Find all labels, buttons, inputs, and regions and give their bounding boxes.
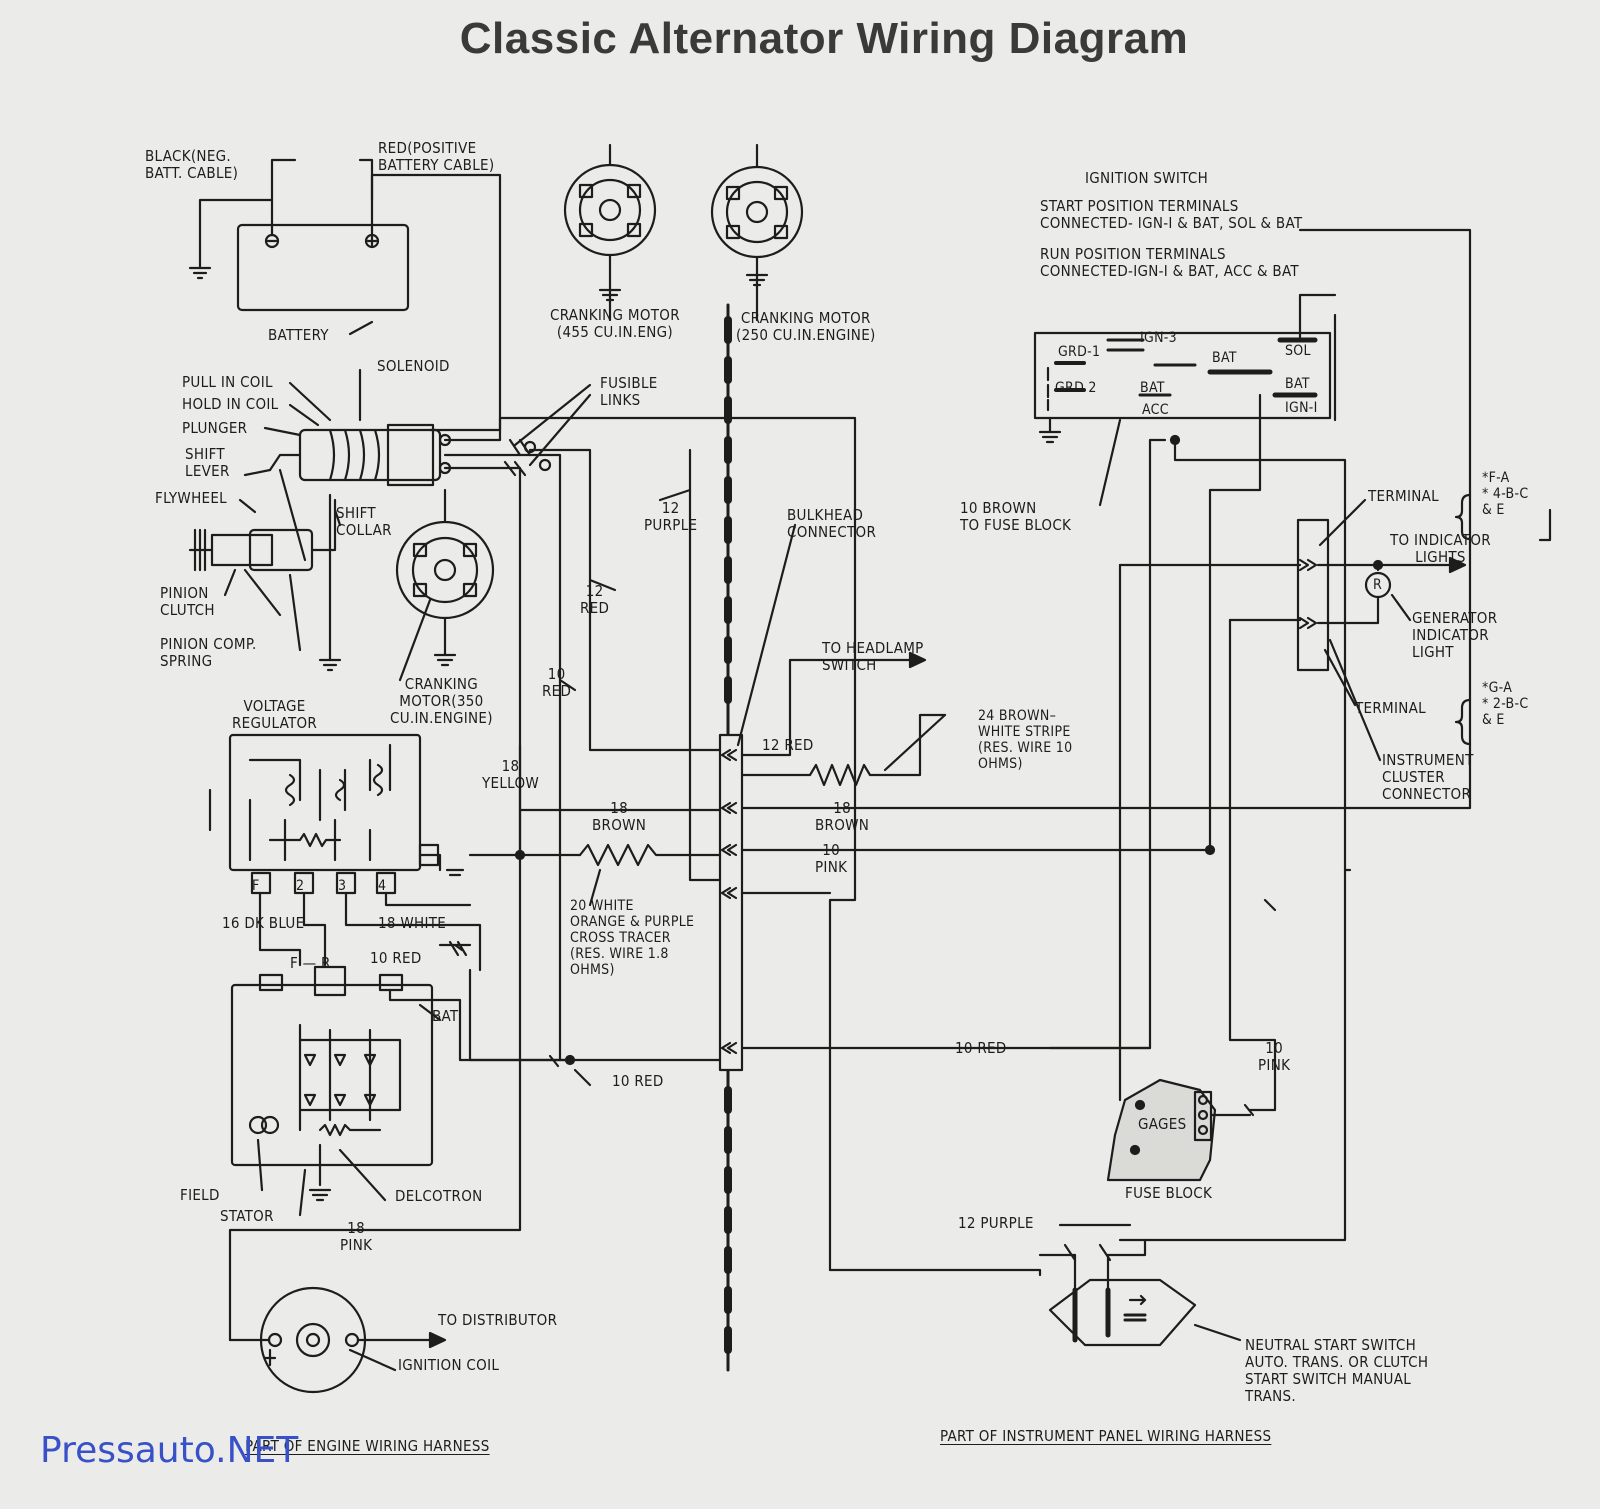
reg-terminal-4-label: 4 (378, 878, 387, 894)
ign-switch-sol-label: SOL (1285, 343, 1311, 359)
neutral-start-switch-label: NEUTRAL START SWITCH AUTO. TRANS. OR CLU… (1245, 1336, 1429, 1405)
to-distributor-label: TO DISTRIBUTOR (438, 1311, 558, 1329)
pinion-comp-spring-label: PINION COMP. SPRING (160, 635, 257, 670)
wire-10-pink-mid-label: 10 PINK (815, 841, 848, 876)
right-harness-wires (740, 228, 1472, 1277)
reg-terminal-3-label: 3 (338, 878, 347, 894)
wire-18-yellow-label: 18 YELLOW (482, 757, 540, 792)
wire-10-red-left-label: 10 RED (542, 665, 572, 700)
ignition-switch-symbol (1033, 293, 1337, 507)
fuse-block-symbol (1106, 1078, 1252, 1182)
battery-symbol (188, 158, 502, 432)
ign-switch-ign3-label: IGN-3 (1140, 330, 1177, 346)
wire-18-white-label: 18 WHITE (378, 914, 447, 932)
ign-switch-acc-label: ACC (1142, 402, 1169, 418)
ignition-coil-symbol (228, 1286, 447, 1394)
shift-lever-label: SHIFT LEVER (185, 445, 230, 480)
terminal-top-label: TERMINAL (1368, 487, 1439, 505)
wire-10-red-right-label: 10 RED (955, 1039, 1007, 1057)
wire-12-red-right-label: 12 RED (762, 736, 814, 754)
delcotron-label: DELCOTRON (395, 1187, 483, 1205)
ign-switch-bat-low-label: BAT (1285, 376, 1310, 392)
wire-20-white-label: 20 WHITE ORANGE & PURPLE CROSS TRACER (R… (570, 898, 695, 978)
fusible-links-label: FUSIBLE LINKS (600, 374, 658, 409)
wire-24-brown-white-label: 24 BROWN– WHITE STRIPE (RES. WIRE 10 OHM… (978, 708, 1073, 772)
wire-18-pink-label: 18 PINK (340, 1219, 373, 1254)
cranking-motor-250-symbol (710, 143, 804, 322)
run-position-label: RUN POSITION TERMINALS CONNECTED-IGN-I &… (1040, 245, 1299, 280)
reg-terminal-2-label: 2 (296, 878, 305, 894)
ign-switch-grd2-label: GRD 2 (1055, 380, 1097, 396)
start-position-label: START POSITION TERMINALS CONNECTED- IGN-… (1040, 197, 1303, 232)
left-harness-wires (453, 448, 722, 1087)
ign-switch-bat-mid-label: BAT (1140, 380, 1165, 396)
terminal-bottom-codes-label: *G-A * 2-B-C & E (1482, 680, 1529, 728)
wire-16-dk-blue-label: 16 DK BLUE (222, 914, 305, 932)
wire-10-red-bottom-label: 10 RED (612, 1072, 664, 1090)
stator-label: STATOR (220, 1207, 274, 1225)
wire-12-red-left-label: 12 RED (580, 582, 610, 617)
part-engine-harness-label: PART OF ENGINE WIRING HARNESS (245, 1437, 490, 1455)
cranking-motor-350-label: CRANKING MOTOR(350 CU.IN.ENGINE) (390, 675, 493, 727)
bulkhead-connector-symbol (718, 303, 797, 1372)
voltage-regulator-label: VOLTAGE REGULATOR (232, 697, 318, 732)
ign-switch-grd1-label: GRD-1 (1058, 344, 1101, 360)
pressauto-watermark: Pressauto.NET (40, 1430, 299, 1471)
terminal-bottom-label: TERMINAL (1355, 699, 1426, 717)
pinion-clutch-label: PINION CLUTCH (160, 584, 215, 619)
flywheel-label: FLYWHEEL (155, 489, 227, 507)
field-label: FIELD (180, 1186, 220, 1204)
delcotron-alternator-symbol (230, 965, 572, 1217)
ignition-coil-label: IGNITION COIL (398, 1356, 500, 1374)
wire-18-brown-left-label: 18 BROWN (592, 799, 647, 834)
starter-solenoid-assembly (188, 368, 452, 672)
voltage-regulator-symbol (208, 733, 482, 972)
wire-12-purple-left-label: 12 PURPLE (644, 499, 698, 534)
wire-10-brown-label: 10 BROWN TO FUSE BLOCK (960, 499, 1072, 534)
plunger-label: PLUNGER (182, 419, 248, 437)
generator-indicator-light-label: GENERATOR INDICATOR LIGHT (1412, 609, 1498, 661)
ignition-switch-label: IGNITION SWITCH (1085, 169, 1209, 187)
r-symbol-label: R (1373, 577, 1383, 593)
wire-12-purple-right-label: 12 PURPLE (958, 1214, 1034, 1232)
wire-tick-marks (448, 898, 1277, 1117)
instrument-cluster-connector-label: INSTRUMENT CLUSTER CONNECTOR (1382, 751, 1474, 803)
solenoid-label: SOLENOID (377, 357, 450, 375)
cranking-motor-455-symbol (563, 143, 657, 322)
red-positive-battery-cable-label: RED(POSITIVE BATTERY CABLE) (378, 139, 495, 174)
cranking-motor-350-symbol (395, 488, 495, 682)
shift-collar-label: SHIFT COLLAR (336, 504, 392, 539)
fusible-link-wires (228, 383, 857, 1342)
terminal-top-codes-label: *F-A * 4-B-C & E (1482, 470, 1529, 518)
cranking-motor-455-label: CRANKING MOTOR (455 CU.IN.ENG) (550, 306, 680, 341)
terminal-f-r-label: F — R (290, 954, 331, 972)
reg-terminal-f-label: F (252, 878, 260, 894)
wire-10-pink-right-label: 10 PINK (1258, 1039, 1291, 1074)
cranking-motor-250-label: CRANKING MOTOR (250 CU.IN.ENGINE) (736, 309, 876, 344)
page-title: Classic Alternator Wiring Diagram (459, 14, 1189, 63)
hold-in-coil-label: HOLD IN COIL (182, 395, 279, 413)
ign-switch-ign1-label: IGN-I (1285, 400, 1318, 416)
ign-switch-bat-right-label: BAT (1212, 350, 1237, 366)
to-headlamp-switch-label: TO HEADLAMP SWITCH (822, 639, 924, 674)
instrument-cluster-connector-symbol (1296, 493, 1552, 762)
battery-label: BATTERY (268, 326, 329, 344)
pull-in-coil-label: PULL IN COIL (182, 373, 273, 391)
wire-18-brown-right-label: 18 BROWN (815, 799, 870, 834)
gages-label: GAGES (1138, 1115, 1187, 1133)
to-indicator-lights-label: TO INDICATOR LIGHTS (1390, 531, 1491, 566)
part-instrument-harness-label: PART OF INSTRUMENT PANEL WIRING HARNESS (940, 1427, 1272, 1445)
bulkhead-connector-label: BULKHEAD CONNECTOR (787, 506, 877, 541)
black-neg-batt-cable-label: BLACK(NEG. BATT. CABLE) (145, 147, 239, 182)
wire-10-red-mid-label: 10 RED (370, 949, 422, 967)
fuse-block-label: FUSE BLOCK (1125, 1184, 1213, 1202)
bat-terminal-label: BAT (432, 1007, 459, 1025)
neutral-start-switch-symbol (1038, 1223, 1242, 1347)
